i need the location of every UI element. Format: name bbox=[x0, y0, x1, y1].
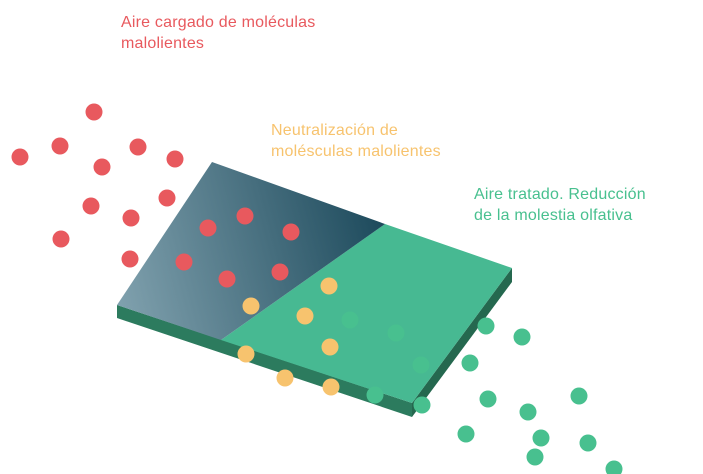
neutralized-particle-3 bbox=[296, 307, 314, 325]
treated-particle-13 bbox=[532, 429, 550, 447]
neutralized-particle-6 bbox=[276, 369, 294, 387]
malodor-particle-1 bbox=[85, 103, 103, 121]
neutralized-particle-7 bbox=[322, 378, 340, 396]
malodor-particle-8 bbox=[158, 189, 176, 207]
treated-particle-16 bbox=[605, 460, 623, 474]
malodor-particle-13 bbox=[236, 207, 254, 225]
label-malodorous-air-line1: Aire cargado de moléculas bbox=[121, 14, 316, 31]
label-neutralization: Neutralización de molésculas malolientes bbox=[271, 120, 441, 162]
filter-plate bbox=[117, 162, 512, 417]
label-neutralization-line2: molésculas malolientes bbox=[271, 143, 441, 160]
malodor-particle-5 bbox=[166, 150, 184, 168]
malodor-particle-12 bbox=[199, 219, 217, 237]
treated-particle-1 bbox=[341, 311, 359, 329]
treated-particle-15 bbox=[526, 448, 544, 466]
malodor-particle-7 bbox=[82, 197, 100, 215]
treated-particle-9 bbox=[479, 390, 497, 408]
malodor-particle-2 bbox=[51, 137, 69, 155]
label-treated-air-line2: de la molestia olfativa bbox=[474, 207, 633, 224]
malodor-particle-17 bbox=[271, 263, 289, 281]
neutralized-particles bbox=[237, 277, 340, 396]
malodor-particle-4 bbox=[129, 138, 147, 156]
treated-particle-11 bbox=[570, 387, 588, 405]
treated-particle-2 bbox=[387, 324, 405, 342]
treated-particle-8 bbox=[413, 396, 431, 414]
malodor-particle-14 bbox=[282, 223, 300, 241]
malodor-particle-11 bbox=[121, 250, 139, 268]
neutralized-particle-5 bbox=[237, 345, 255, 363]
treated-particle-12 bbox=[457, 425, 475, 443]
label-neutralization-line1: Neutralización de bbox=[271, 122, 399, 139]
malodor-particle-16 bbox=[218, 270, 236, 288]
treated-particle-5 bbox=[513, 328, 531, 346]
label-treated-air-line1: Aire tratado. Reducción bbox=[474, 186, 646, 203]
label-malodorous-air: Aire cargado de moléculas malolientes bbox=[121, 12, 315, 54]
filter-plate-polluted-surface bbox=[117, 162, 385, 340]
label-malodorous-air-line2: malolientes bbox=[121, 35, 205, 52]
neutralized-particle-4 bbox=[321, 338, 339, 356]
malodor-particle-10 bbox=[52, 230, 70, 248]
malodor-particle-15 bbox=[175, 253, 193, 271]
neutralized-particle-2 bbox=[320, 277, 338, 295]
filter-plate-right-edge bbox=[412, 268, 512, 417]
malodor-particle-9 bbox=[122, 209, 140, 227]
malodor-particle-3 bbox=[11, 148, 29, 166]
treated-particles bbox=[341, 311, 623, 474]
treated-particle-3 bbox=[412, 356, 430, 374]
malodor-particles bbox=[11, 103, 300, 288]
treated-particle-6 bbox=[461, 354, 479, 372]
treated-particle-7 bbox=[366, 386, 384, 404]
label-treated-air: Aire tratado. Reducción de la molestia o… bbox=[474, 184, 646, 226]
malodor-particle-6 bbox=[93, 158, 111, 176]
treated-particle-4 bbox=[477, 317, 495, 335]
filter-plate-treated-surface bbox=[221, 224, 512, 403]
neutralized-particle-1 bbox=[242, 297, 260, 315]
treated-particle-10 bbox=[519, 403, 537, 421]
treated-particle-14 bbox=[579, 434, 597, 452]
